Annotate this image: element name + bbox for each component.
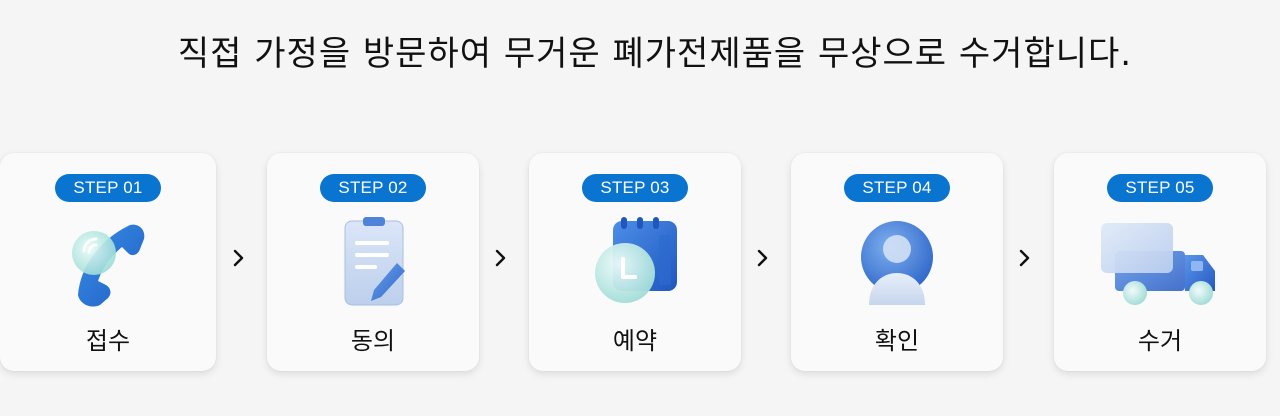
calendar-clock-icon: [585, 217, 685, 309]
phone-icon: [58, 217, 158, 309]
delivery-truck-icon: [1095, 217, 1225, 309]
step-label: 확인: [874, 327, 920, 355]
step-label: 예약: [612, 327, 658, 355]
chevron-right-icon: [493, 246, 509, 270]
step-label: 동의: [350, 327, 396, 355]
step-label: 수거: [1137, 327, 1183, 355]
step-label: 접수: [85, 327, 131, 355]
user-profile-icon: [847, 217, 947, 309]
step-badge: STEP 03: [582, 174, 688, 202]
step-card-04: STEP 04 확인: [791, 153, 1003, 371]
clipboard-pen-icon: [323, 217, 423, 309]
step-card-05: STEP 05: [1054, 153, 1266, 371]
step-badge: STEP 04: [844, 174, 950, 202]
step-badge: STEP 01: [55, 174, 161, 202]
step-badge: STEP 02: [320, 174, 426, 202]
page-headline: 직접 가정을 방문하여 무거운 폐가전제품을 무상으로 수거합니다.: [177, 34, 1133, 74]
step-card-03: STEP 03 예약: [529, 153, 741, 371]
step-card-02: STEP 02 동의: [267, 153, 479, 371]
step-badge: STEP 05: [1107, 174, 1213, 202]
step-card-01: STEP 01 접수: [0, 153, 216, 371]
chevron-right-icon: [231, 246, 247, 270]
chevron-right-icon: [755, 246, 771, 270]
chevron-right-icon: [1017, 246, 1033, 270]
